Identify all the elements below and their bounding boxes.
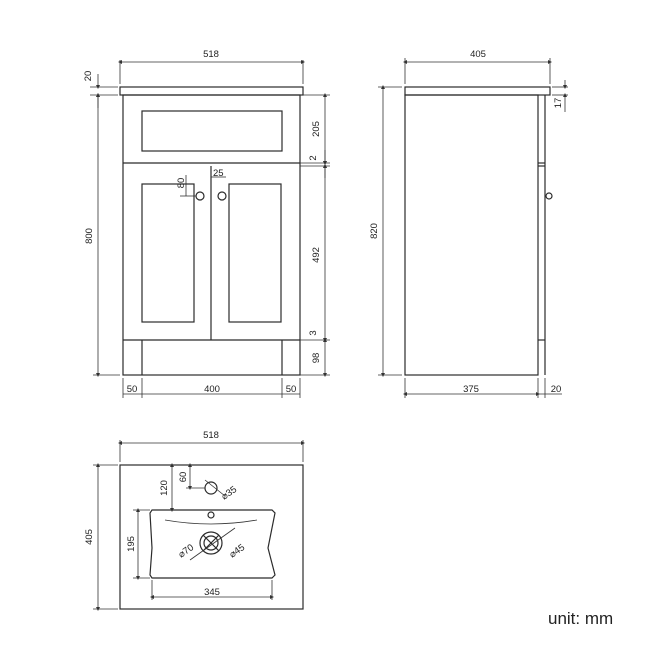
- overflow-hole: [207, 511, 215, 519]
- dim-door-height: 492: [311, 247, 322, 263]
- dim-bowl-width: 345: [204, 587, 220, 598]
- dim-drawer-height: 205: [311, 121, 322, 137]
- dim-side-top-thickness: 17: [553, 98, 564, 109]
- dim-gap-bottom: 3: [308, 330, 319, 335]
- dim-side-left: 50: [127, 384, 138, 395]
- door-right-knob: [217, 191, 227, 201]
- waste-outlet: [199, 531, 223, 555]
- dim-tap-hole-dia: ⌀35: [219, 484, 239, 502]
- basin-bowl: [149, 509, 276, 579]
- dim-side-depth: 405: [470, 49, 486, 60]
- dim-basin-depth: 405: [84, 529, 95, 545]
- dim-front-width: 518: [203, 49, 219, 60]
- door-left-panel: [141, 183, 195, 323]
- dim-side-right: 50: [286, 384, 297, 395]
- door-left-knob: [195, 191, 205, 201]
- side-cabinet-body: [404, 94, 539, 376]
- dim-tap-offset: 120: [159, 480, 170, 496]
- front-cabinet-body: [122, 94, 301, 376]
- dim-handle-horizontal: 25: [213, 168, 224, 179]
- unit-label: unit: mm: [548, 609, 613, 628]
- drawer-panel: [141, 110, 283, 152]
- dim-plinth-width: 400: [204, 384, 220, 395]
- basin-top-view: 518 405 120 60 ⌀35 195 ⌀70 ⌀45 345: [84, 430, 305, 611]
- basin-outline: [119, 464, 304, 610]
- dim-side-door-depth: 20: [551, 384, 562, 395]
- dim-handle-vertical: 80: [176, 178, 187, 189]
- side-view: 405 820 17 375 20: [369, 49, 568, 398]
- dim-side-height: 820: [369, 223, 380, 239]
- dim-gap-top: 2: [308, 155, 319, 160]
- dim-basin-width: 518: [203, 430, 219, 441]
- dim-side-body-depth: 375: [463, 384, 479, 395]
- front-countertop: [119, 86, 304, 96]
- side-knob: [545, 192, 553, 200]
- door-right-panel: [228, 183, 282, 323]
- side-countertop: [404, 86, 551, 96]
- dim-overflow-dia: ⌀45: [227, 542, 247, 560]
- dim-plinth-height: 98: [311, 353, 322, 364]
- dim-bowl-depth: 195: [126, 536, 137, 552]
- dim-front-height: 800: [84, 228, 95, 244]
- dim-front-top-thickness: 20: [83, 71, 94, 82]
- front-view: 518 20 800 205 2 492 3 98 80 25: [83, 49, 330, 398]
- dim-tap-hole-offset: 60: [178, 472, 189, 483]
